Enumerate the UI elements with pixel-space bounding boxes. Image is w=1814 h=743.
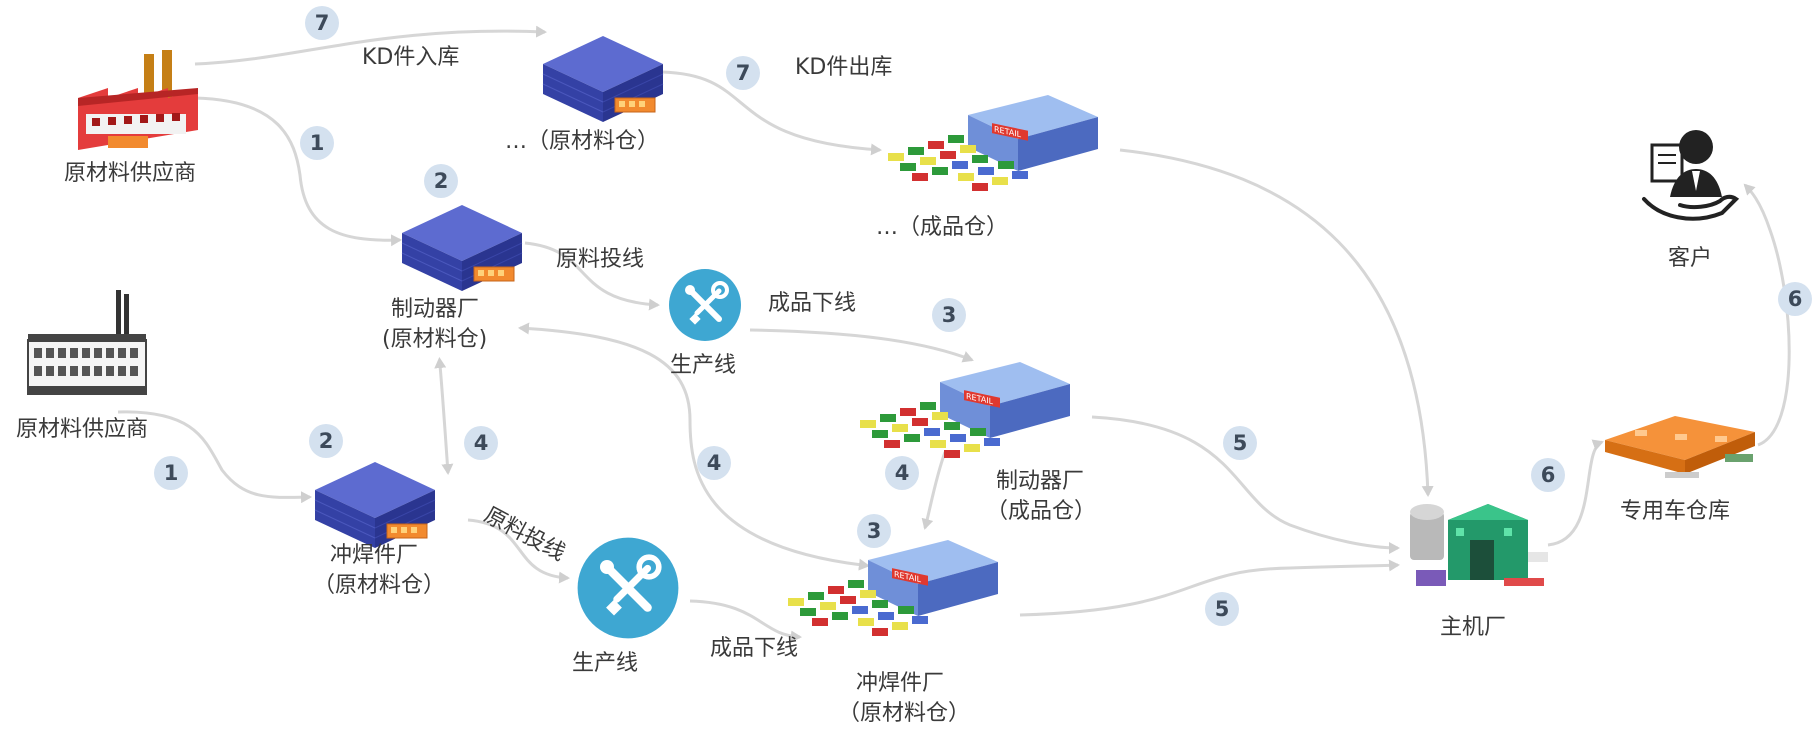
step-badge: 2 xyxy=(424,164,458,198)
tools-icon xyxy=(669,269,741,341)
arrow-supplier-left-to-stamping-raw xyxy=(117,410,312,504)
arrow-dedicated-to-customer xyxy=(1743,183,1791,447)
retail-warehouse-icon xyxy=(888,95,1098,191)
warehouse-icon xyxy=(542,35,664,123)
edge-label-output-bottom: 成品下线 xyxy=(710,636,799,661)
step-badge: 5 xyxy=(1223,426,1257,460)
retail-warehouse-icon xyxy=(860,362,1070,458)
node-label-production-line-top: 生产线 xyxy=(670,353,737,378)
step-badge: 4 xyxy=(464,426,498,460)
main-plant-icon xyxy=(1410,504,1548,586)
arrow-brake-finished-to-oem xyxy=(1091,415,1400,554)
arrow-brake-finished-down xyxy=(921,451,947,530)
edge-label-kd-in: KD件入库 xyxy=(362,45,460,70)
factory-icon xyxy=(78,50,198,150)
step-badge: 1 xyxy=(154,456,188,490)
arrow-supplier-to-brake-raw xyxy=(194,96,402,247)
node-label-raw-warehouse-top: …（原材料仓） xyxy=(505,129,660,154)
node-label-finished-warehouse-top: …（成品仓） xyxy=(876,215,1009,240)
step-badge: 1 xyxy=(300,126,334,160)
arrow-line-top-to-brake-finished xyxy=(749,328,974,363)
node-label-stamping-raw-2: （原材料仓） xyxy=(313,573,446,598)
step-badge: 3 xyxy=(932,298,966,332)
step-badge: 6 xyxy=(1778,282,1812,316)
edge-label-kd-out: KD件出库 xyxy=(795,55,893,80)
node-label-stamping-finished-2: （原材料仓） xyxy=(838,701,971,726)
warehouse-icon xyxy=(314,461,436,549)
tools-icon xyxy=(578,538,679,639)
arrow-brake-stamping-bidir xyxy=(434,357,454,475)
arrow-stamping-finished-to-brake-raw xyxy=(518,322,870,571)
step-badge: 4 xyxy=(697,446,731,480)
node-label-production-line-bottom: 生产线 xyxy=(572,651,639,676)
step-badge: 6 xyxy=(1531,458,1565,492)
node-label-oem: 主机厂 xyxy=(1440,615,1507,640)
node-label-customer: 客户 xyxy=(1668,246,1713,271)
arrow-finished-top-to-oem xyxy=(1119,148,1434,497)
node-label-supplier-left: 原材料供应商 xyxy=(16,417,149,442)
arrow-stamping-finished-to-oem xyxy=(1019,559,1400,617)
node-label-stamping-finished-1: 冲焊件厂 xyxy=(856,671,945,696)
factory-icon xyxy=(27,290,147,395)
node-label-brake-raw-2: (原材料仓) xyxy=(382,327,488,352)
arrow-line-bottom-to-stamping-finished xyxy=(689,599,802,643)
node-label-dedicated-warehouse: 专用车仓库 xyxy=(1620,499,1731,524)
node-label-stamping-raw-1: 冲焊件厂 xyxy=(330,543,419,568)
arrow-supplier-to-raw-top xyxy=(194,25,547,66)
step-badge: 3 xyxy=(857,514,891,548)
step-badge: 4 xyxy=(885,456,919,490)
node-label-brake-finished-2: （成品仓） xyxy=(986,499,1097,524)
node-label-brake-raw-1: 制动器厂 xyxy=(391,297,480,322)
step-badge: 7 xyxy=(726,56,760,90)
edge-label-feed-top: 原料投线 xyxy=(556,247,645,272)
edge-label-output-top: 成品下线 xyxy=(768,291,857,316)
arrow-raw-top-to-finished-top xyxy=(661,70,882,156)
warehouse-icon xyxy=(401,204,523,292)
truck-warehouse-icon xyxy=(1605,416,1755,478)
step-badge: 5 xyxy=(1205,592,1239,626)
customer-icon xyxy=(1642,130,1740,221)
node-label-brake-finished-1: 制动器厂 xyxy=(996,469,1085,494)
retail-warehouse-icon xyxy=(788,540,998,636)
step-badge: 7 xyxy=(305,6,339,40)
step-badge: 2 xyxy=(309,424,343,458)
arrow-oem-to-dedicated xyxy=(1547,439,1604,547)
node-label-supplier-top: 原材料供应商 xyxy=(64,161,197,186)
arrow-brake-raw-to-line-top xyxy=(524,241,660,311)
